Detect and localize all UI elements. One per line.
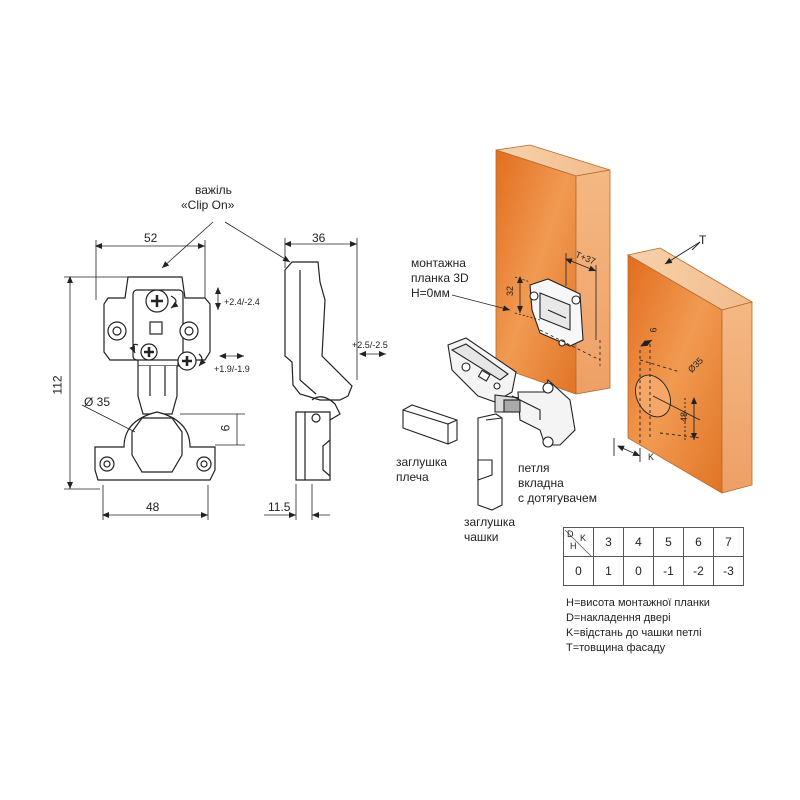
dim-door-48: 48 (679, 411, 690, 423)
cup-cap-label-2: чашки (464, 530, 499, 544)
h-value-cell: 0 (563, 556, 594, 586)
thickness-t-label: T (699, 233, 707, 247)
dim-plate-32: 32 (505, 285, 516, 297)
dim-height-112: 112 (50, 375, 65, 395)
k-d-table: D H K 3 4 5 6 7 0 1 0 -1 -2 -3 (563, 527, 744, 586)
arm-cap-label-2: плеча (396, 470, 429, 484)
front-dimension-lines (64, 221, 386, 520)
mounting-plate-label-1: монтажна (411, 256, 466, 270)
d-value-cell: -1 (653, 556, 684, 586)
header-d: D (567, 529, 574, 539)
cup-cap-label-1: заглушка (464, 515, 516, 529)
hinge-label-1: петля (518, 461, 550, 475)
k-value-cell: 6 (683, 527, 714, 557)
dim-door-6: 6 (648, 327, 659, 333)
cup-hole (613, 241, 701, 462)
table-row: D H K 3 4 5 6 7 (563, 527, 744, 557)
door-panel (626, 247, 754, 494)
lever-label: важіль (195, 183, 232, 197)
dim-door-k: K (648, 452, 655, 462)
d-value-cell: 0 (623, 556, 654, 586)
clip-on-label: «Clip On» (181, 198, 235, 212)
table-row: 0 1 0 -1 -2 -3 (563, 556, 744, 586)
k-value-cell: 5 (653, 527, 684, 557)
d-value-cell: 1 (593, 556, 624, 586)
mounting-plate-label-2: планка 3D (411, 271, 469, 285)
dim-width-36: 36 (312, 231, 326, 245)
header-h: H (570, 541, 577, 551)
d-value-cell: -2 (683, 556, 714, 586)
dim-11-5: 11.5 (268, 500, 291, 514)
legend-item: K=відстань до чашки петлі (566, 627, 702, 639)
dim-6: 6 (218, 424, 233, 432)
cup-cap (477, 413, 503, 511)
hinge-side-view (284, 261, 353, 481)
table-header-cell: D H K (563, 527, 594, 557)
k-value-cell: 7 (713, 527, 744, 557)
d-value-cell: -3 (713, 556, 744, 586)
hinge-label-2: вкладна (518, 476, 564, 490)
arm-cap-label-1: заглушка (396, 455, 448, 469)
k-value-cell: 3 (593, 527, 624, 557)
header-k: K (580, 533, 587, 543)
adj-side: +1.9/-1.9 (214, 364, 250, 374)
plate-dimension-lines (451, 253, 601, 366)
hinge-3d (447, 337, 576, 448)
mounting-plate-3d (529, 278, 584, 347)
adj-depth: +2.5/-2.5 (352, 340, 388, 350)
legend-item: H=висота монтажної планки (566, 597, 710, 609)
mounting-plate-label-3: H=0мм (411, 286, 450, 300)
dim-width-52: 52 (144, 231, 158, 245)
k-value-cell: 4 (623, 527, 654, 557)
side-dimension-lines (264, 238, 358, 520)
legend: H=висота монтажної планки D=накладення д… (566, 596, 710, 656)
dim-diameter-35: Ø 35 (84, 395, 111, 409)
dim-width-48: 48 (146, 500, 160, 514)
hinge-label-3: с дотягувачем (518, 491, 597, 505)
legend-item: D=накладення двері (566, 612, 671, 624)
adj-vertical: +2.4/-2.4 (224, 297, 260, 307)
hinge-front-view (94, 276, 216, 481)
arm-cap (402, 404, 458, 445)
legend-item: T=товщина фасаду (566, 642, 666, 654)
